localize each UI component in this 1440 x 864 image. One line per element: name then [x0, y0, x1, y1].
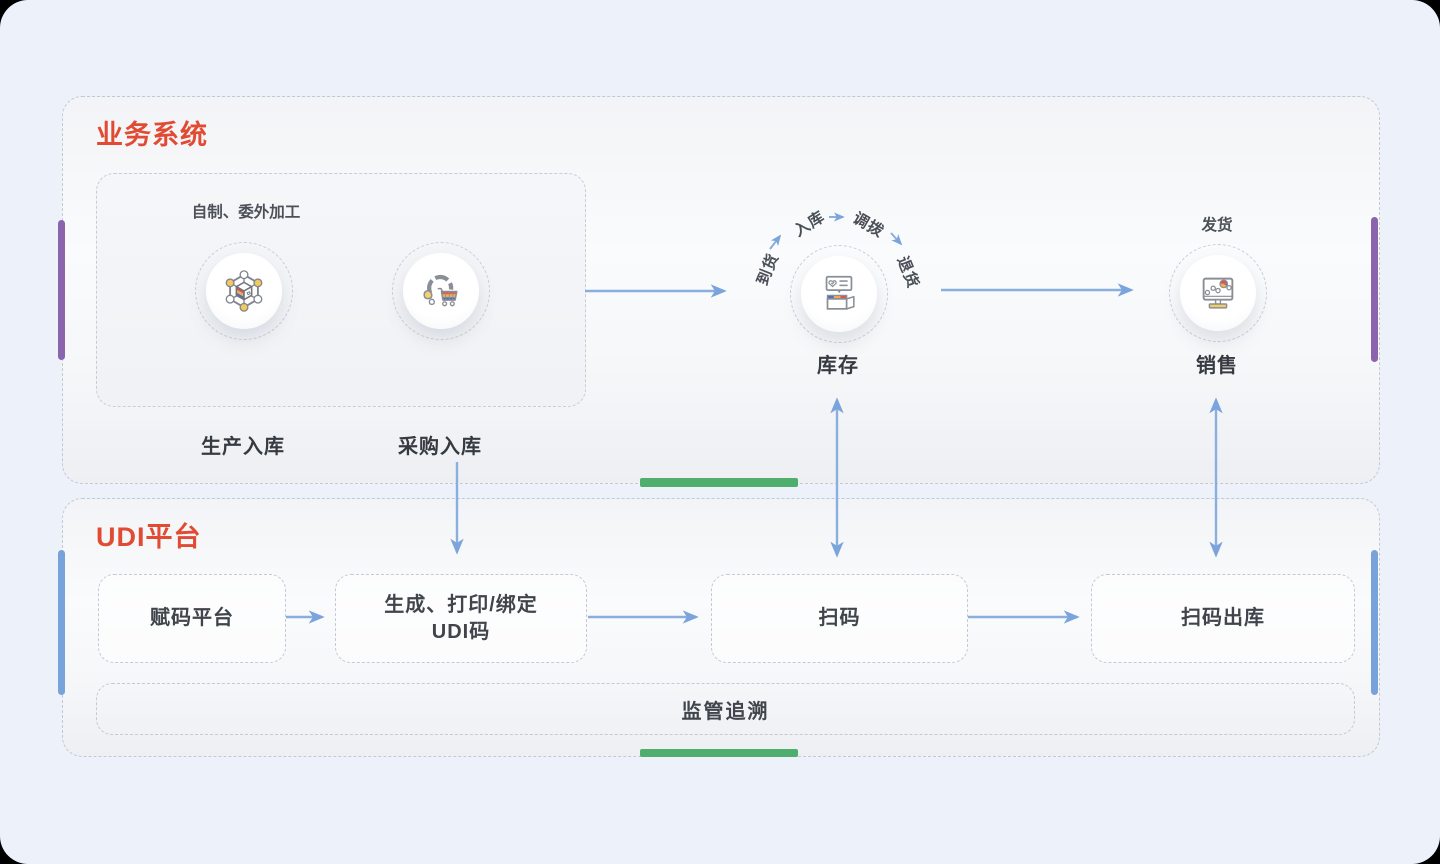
step-scan-label: 扫码	[818, 607, 861, 629]
sales-node-disc	[1180, 255, 1256, 331]
purchase-node	[392, 242, 490, 340]
step-generate-line1: 生成、打印/绑定	[384, 593, 538, 616]
sales-node-label: 销售	[1196, 355, 1238, 377]
step-generate-print-bind: 生成、打印/绑定 UDI码	[335, 574, 587, 663]
cycle-label-inbound: 入库	[791, 208, 829, 241]
step-generate-line2: UDI码	[431, 620, 491, 643]
purchase-node-disc	[403, 253, 479, 329]
step-scan-outbound-label: 扫码出库	[1181, 607, 1265, 629]
inventory-node-disc	[801, 256, 877, 332]
cycle-label-arrival: 到货	[754, 251, 783, 289]
production-node	[195, 242, 293, 340]
regulatory-trace-label: 监管追溯	[681, 700, 770, 723]
production-group-box: 自制、委外加工	[96, 173, 586, 458]
udi-section-title: UDI平台	[96, 522, 202, 552]
production-node-label: 生产入库	[201, 436, 285, 458]
sales-monitor-icon	[1202, 277, 1234, 309]
ship-label: 发货	[1201, 217, 1233, 234]
cycle-label-transfer: 调拨	[849, 209, 887, 241]
step-coding-platform: 赋码平台	[98, 574, 286, 663]
purchase-node-label: 采购入库	[398, 436, 482, 458]
regulatory-trace-box: 监管追溯	[96, 683, 1355, 735]
business-left-accent-bar	[58, 220, 65, 360]
business-bottom-green-bar	[640, 478, 798, 487]
inventory-node	[790, 245, 888, 343]
step-scan-outbound: 扫码出库	[1091, 574, 1355, 663]
sales-node	[1169, 244, 1267, 342]
udi-left-accent-bar	[58, 550, 65, 695]
production-network-icon	[225, 270, 263, 312]
udi-right-accent-bar	[1371, 550, 1378, 695]
production-group-label: 自制、委外加工	[191, 204, 301, 221]
purchase-cart-icon	[423, 274, 458, 307]
business-system-section: 业务系统 自制、委外加工	[62, 96, 1380, 484]
business-right-accent-bar	[1371, 217, 1378, 362]
step-coding-platform-label: 赋码平台	[150, 607, 234, 629]
udi-platform-section: UDI平台 赋码平台 生成、打印/绑定 UDI码 扫码 扫码出库 监管追溯	[62, 498, 1380, 757]
production-node-disc	[206, 253, 282, 329]
cycle-label-return: 退货	[893, 254, 922, 292]
step-scan: 扫码	[711, 574, 968, 663]
inventory-box-icon	[825, 275, 855, 310]
inventory-node-label: 库存	[817, 355, 859, 377]
udi-bottom-green-bar	[640, 749, 798, 757]
business-section-title: 业务系统	[96, 120, 208, 150]
